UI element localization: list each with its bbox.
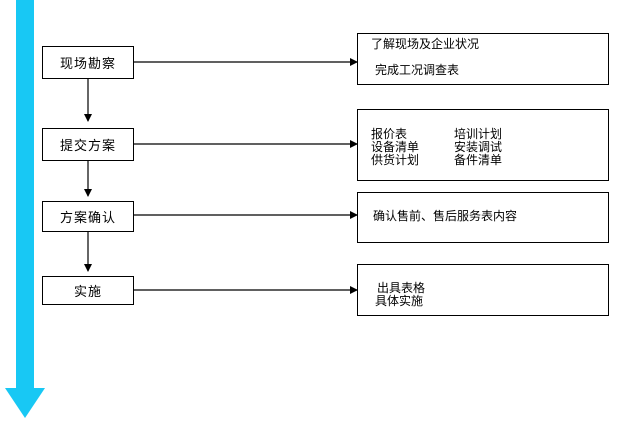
- details-proposal-right-3: 备件清单: [454, 153, 503, 167]
- step-confirm-label: 方案确认: [59, 211, 116, 226]
- details-survey: 了解现场及企业状况 完成工况调查表: [357, 33, 609, 85]
- details-proposal-right-1: 培训计划: [454, 127, 503, 141]
- step-confirm: 方案确认: [42, 201, 134, 232]
- step-survey-label: 现场勘察: [59, 57, 116, 72]
- timeline-arrow: [5, 0, 45, 418]
- details-proposal-left-2: 设备清单: [371, 140, 420, 154]
- step-survey: 现场勘察: [42, 46, 134, 79]
- details-proposal-left-3: 供货计划: [371, 153, 420, 167]
- step-implement-label: 实施: [73, 285, 102, 300]
- details-survey-line1: 了解现场及企业状况: [371, 37, 480, 51]
- details-implement: 出具表格 具体实施: [357, 264, 609, 316]
- step-proposal-label: 提交方案: [59, 139, 116, 154]
- details-proposal-right-2: 安装调试: [454, 140, 503, 154]
- details-survey-line2: 完成工况调查表: [375, 63, 460, 77]
- step-implement: 实施: [42, 276, 134, 305]
- details-implement-line2: 具体实施: [375, 294, 424, 308]
- step-proposal: 提交方案: [42, 128, 134, 161]
- details-confirm: 确认售前、售后服务表内容: [357, 192, 609, 243]
- details-confirm-text: 确认售前、售后服务表内容: [373, 209, 518, 223]
- details-implement-line1: 出具表格: [377, 281, 426, 295]
- details-proposal: 报价表 设备清单 供货计划 培训计划 安装调试 备件清单: [357, 109, 609, 181]
- details-proposal-left-1: 报价表: [371, 127, 408, 141]
